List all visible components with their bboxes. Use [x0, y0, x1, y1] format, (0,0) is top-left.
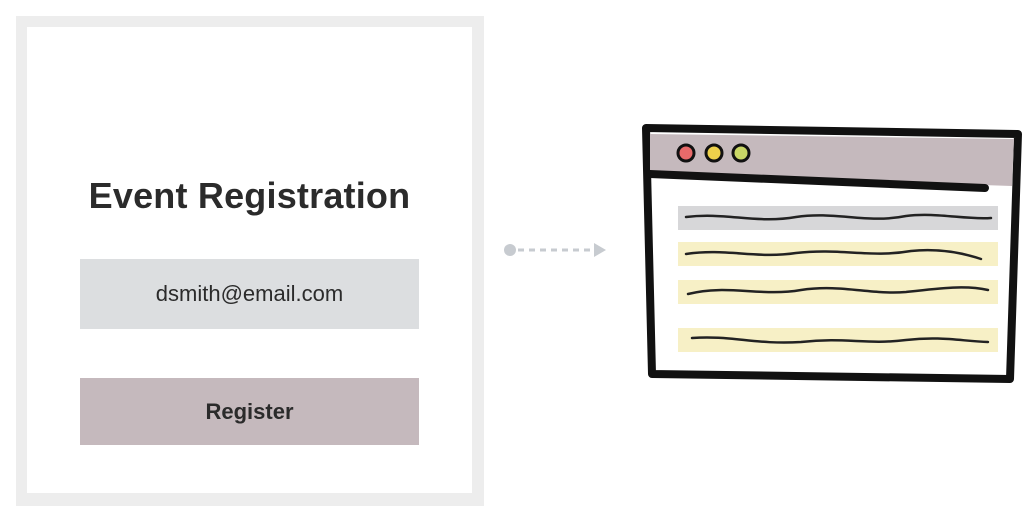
- email-field[interactable]: dsmith@email.com: [80, 259, 419, 329]
- browser-row-1: [678, 206, 998, 230]
- window-maximize-dot-icon: [731, 143, 751, 163]
- browser-row-2: [678, 242, 998, 266]
- register-button[interactable]: Register: [80, 378, 419, 445]
- window-minimize-dot-icon: [704, 143, 724, 163]
- browser-window-icon: [642, 124, 1022, 383]
- browser-row-3: [678, 280, 998, 304]
- form-title: Event Registration: [88, 175, 411, 216]
- registration-form-card: Event Registration dsmith@email.com Regi…: [27, 27, 472, 493]
- dashed-arrow-icon: [504, 243, 606, 257]
- window-close-dot-icon: [676, 143, 696, 163]
